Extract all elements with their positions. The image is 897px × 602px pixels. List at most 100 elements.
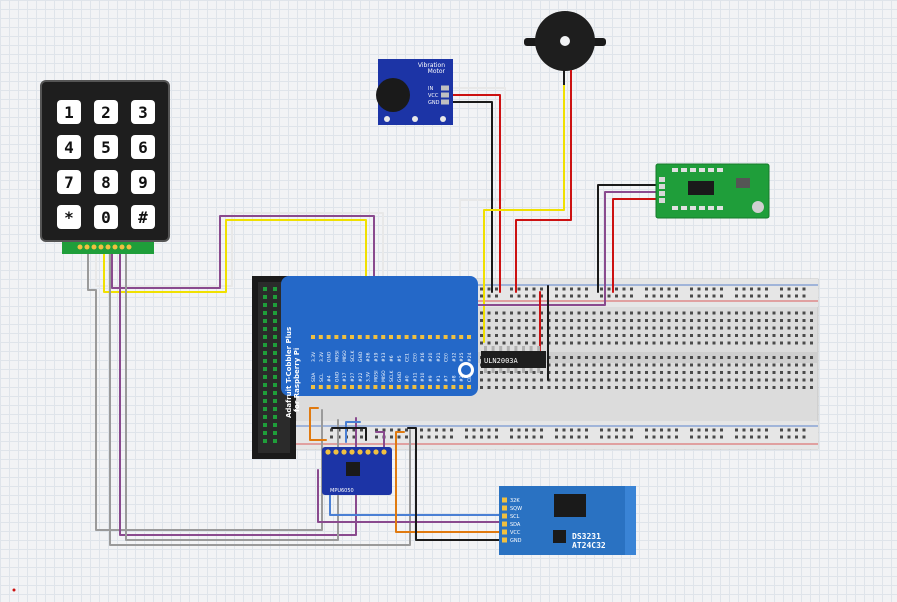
breadboard-hole [577, 378, 581, 382]
breadboard-hole [420, 435, 423, 439]
breadboard-hole [532, 386, 536, 389]
breadboard-hole [487, 371, 491, 374]
rtc-pin [502, 537, 507, 543]
breadboard-hole [810, 378, 813, 382]
breadboard-hole [525, 334, 528, 337]
breadboard-hole [742, 428, 746, 432]
breadboard-hole [712, 294, 716, 298]
breadboard-hole [772, 326, 776, 330]
breadboard-hole [705, 371, 708, 374]
breadboard-hole [742, 294, 746, 298]
vib-pin-label: GND [428, 100, 440, 106]
breadboard-hole [735, 287, 738, 291]
breadboard-hole [577, 371, 581, 374]
breadboard-hole [532, 428, 536, 432]
breadboard-hole [645, 428, 648, 432]
breadboard-hole [652, 435, 656, 439]
breadboard-hole [772, 378, 776, 382]
breadboard-hole [787, 311, 791, 315]
uln-leg [506, 368, 510, 373]
header-pin [263, 367, 267, 371]
breadboard-hole [660, 435, 663, 439]
breadboard-hole [555, 334, 558, 337]
motion-sensor [655, 163, 770, 219]
breadboard-hole [525, 341, 528, 345]
breadboard-hole [705, 356, 708, 359]
breadboard-hole [525, 326, 528, 330]
breadboard-hole [750, 435, 753, 439]
cobbler-top-pin [381, 335, 386, 339]
breadboard-hole [562, 341, 566, 345]
breadboard-hole [630, 378, 633, 382]
breadboard-hole [622, 356, 626, 359]
breadboard-hole [540, 378, 543, 382]
breadboard-hole [600, 294, 603, 298]
breadboard-hole [480, 334, 483, 337]
breadboard-hole [600, 287, 603, 291]
breadboard-hole [532, 311, 536, 315]
breadboard-hole [742, 287, 746, 291]
breadboard-hole [615, 371, 618, 374]
breadboard-hole [750, 363, 753, 367]
breadboard-hole [675, 363, 678, 367]
breadboard-hole [682, 311, 686, 315]
breadboard-hole [555, 363, 558, 367]
breadboard-hole [502, 334, 506, 337]
cobbler-bottom-pin-label: #9 [428, 375, 434, 382]
breadboard-hole [757, 378, 761, 382]
cobbler-bottom-pin-label: #8 [451, 375, 457, 382]
cobbler-bottom-pin [365, 385, 370, 389]
breadboard-hole [690, 371, 693, 374]
breadboard-hole [765, 334, 768, 337]
breadboard-hole [615, 428, 618, 432]
sensor-pad [708, 206, 714, 210]
breadboard-hole [517, 378, 521, 382]
breadboard-hole [750, 371, 753, 374]
cobbler-top-pin-label: 3.3V [319, 351, 325, 362]
breadboard-hole [555, 311, 558, 315]
breadboard-hole [660, 319, 663, 322]
breadboard-hole [525, 287, 528, 291]
keypad-key-label: 2 [101, 103, 111, 122]
breadboard-hole [720, 356, 723, 359]
breadboard-hole [690, 363, 693, 367]
breadboard-hole [480, 435, 483, 439]
breadboard-hole [600, 378, 603, 382]
breadboard-hole [562, 334, 566, 337]
breadboard-hole [795, 294, 798, 298]
wire-grey [87, 245, 323, 531]
breadboard-hole [757, 435, 761, 439]
breadboard-hole [667, 326, 671, 330]
breadboard-hole [735, 319, 738, 322]
breadboard-hole [480, 386, 483, 389]
breadboard-hole [622, 435, 626, 439]
keypad-key-label: 0 [101, 208, 111, 227]
breadboard-hole [495, 341, 498, 345]
breadboard-hole [382, 428, 386, 432]
breadboard-hole [652, 311, 656, 315]
header-pin [263, 399, 267, 403]
breadboard-hole [667, 356, 671, 359]
breadboard-hole [510, 294, 513, 298]
breadboard-hole [712, 363, 716, 367]
breadboard-hole [532, 378, 536, 382]
breadboard-hole [652, 378, 656, 382]
breadboard-hole [622, 311, 626, 315]
breadboard-hole [750, 356, 753, 359]
breadboard-hole [675, 378, 678, 382]
cobbler-bottom-pin-label: #4 [327, 375, 333, 382]
breadboard-hole [727, 334, 731, 337]
uln-leg [506, 346, 510, 351]
cobbler-top-pin [326, 335, 331, 339]
breadboard-hole [682, 319, 686, 322]
breadboard-hole [712, 311, 716, 315]
header-pin [263, 415, 267, 419]
breadboard-hole [780, 371, 783, 374]
cobbler-top-pin-label: #19 [373, 352, 379, 362]
breadboard-hole [712, 371, 716, 374]
breadboard-hole [660, 363, 663, 367]
breadboard-hole [592, 386, 596, 389]
breadboard-hole [585, 371, 588, 374]
